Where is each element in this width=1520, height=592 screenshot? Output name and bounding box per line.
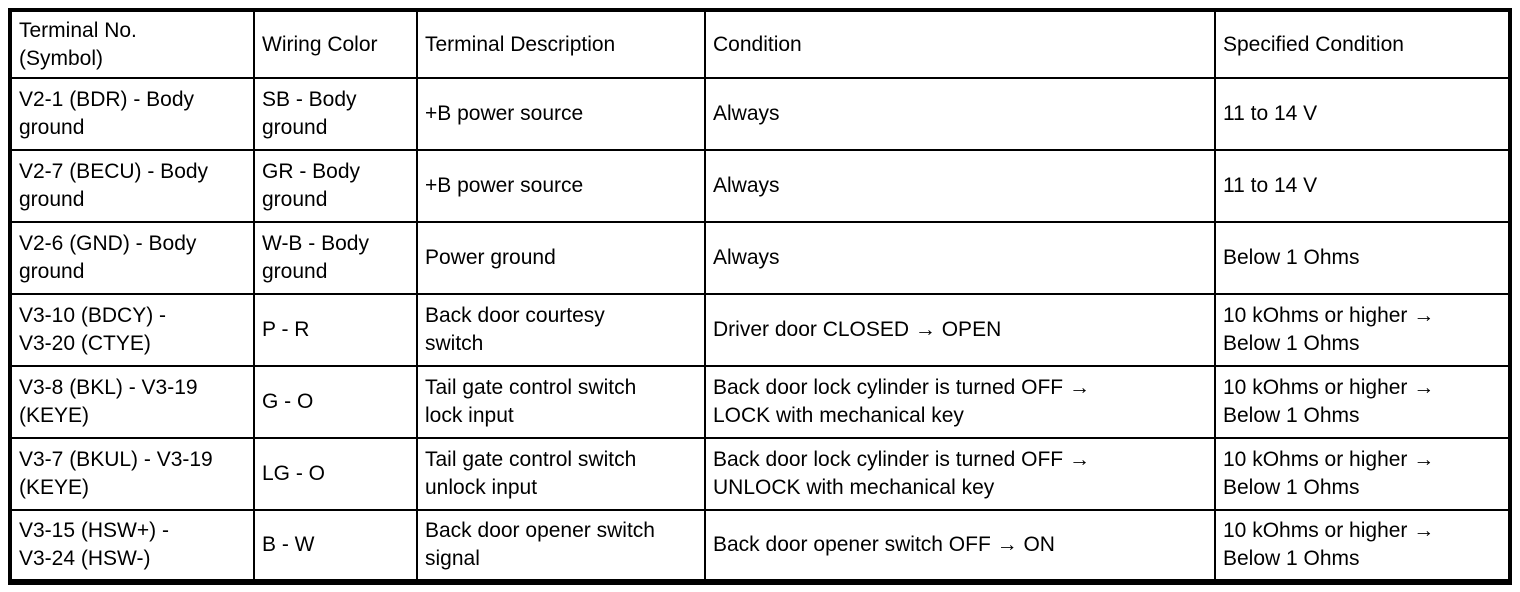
cell-specified-condition: Below 1 Ohms [1214, 221, 1511, 295]
cell-specified-condition: 10 kOhms or higher → Below 1 Ohms [1214, 365, 1511, 439]
terminal-spec-table: Terminal No. (Symbol) Wiring Color Termi… [8, 8, 1512, 585]
cell-terminal-description: Back door courtesy switch [416, 293, 706, 367]
column-header-condition: Condition [704, 9, 1216, 79]
table-row: V2-1 (BDR) - Body ground SB - Body groun… [9, 77, 1511, 151]
cell-wiring-color: W-B - Body ground [253, 221, 418, 295]
table-row: V3-10 (BDCY) - V3-20 (CTYE) P - R Back d… [9, 293, 1511, 367]
cell-wiring-color: B - W [253, 509, 418, 583]
cell-wiring-color: G - O [253, 365, 418, 439]
cell-terminal-description: Back door opener switch signal [416, 509, 706, 583]
table-row: V2-7 (BECU) - Body ground GR - Body grou… [9, 149, 1511, 223]
cell-specified-condition: 11 to 14 V [1214, 77, 1511, 151]
cell-terminal-description: Tail gate control switch unlock input [416, 437, 706, 511]
cell-terminal-no: V3-15 (HSW+) - V3-24 (HSW-) [9, 509, 255, 583]
cell-condition: Back door lock cylinder is turned OFF → … [704, 365, 1216, 439]
cell-specified-condition: 10 kOhms or higher → Below 1 Ohms [1214, 509, 1511, 583]
cell-terminal-no: V3-7 (BKUL) - V3-19 (KEYE) [9, 437, 255, 511]
cell-terminal-no: V2-1 (BDR) - Body ground [9, 77, 255, 151]
cell-condition: Back door lock cylinder is turned OFF → … [704, 437, 1216, 511]
cell-condition: Driver door CLOSED → OPEN [704, 293, 1216, 367]
cell-terminal-no: V2-7 (BECU) - Body ground [9, 149, 255, 223]
table-row: V3-8 (BKL) - V3-19 (KEYE) G - O Tail gat… [9, 365, 1511, 439]
cell-terminal-description: Tail gate control switch lock input [416, 365, 706, 439]
table-row: V3-7 (BKUL) - V3-19 (KEYE) LG - O Tail g… [9, 437, 1511, 511]
table-row: V3-15 (HSW+) - V3-24 (HSW-) B - W Back d… [9, 509, 1511, 583]
cell-condition: Always [704, 149, 1216, 223]
cell-specified-condition: 10 kOhms or higher → Below 1 Ohms [1214, 293, 1511, 367]
cell-condition: Always [704, 221, 1216, 295]
cell-terminal-description: Power ground [416, 221, 706, 295]
cell-terminal-no: V3-8 (BKL) - V3-19 (KEYE) [9, 365, 255, 439]
column-header-terminal-no: Terminal No. (Symbol) [9, 9, 255, 79]
cell-wiring-color: LG - O [253, 437, 418, 511]
cell-wiring-color: SB - Body ground [253, 77, 418, 151]
table-row: V2-6 (GND) - Body ground W-B - Body grou… [9, 221, 1511, 295]
cell-terminal-description: +B power source [416, 77, 706, 151]
cell-condition: Always [704, 77, 1216, 151]
header-row: Terminal No. (Symbol) Wiring Color Termi… [9, 9, 1511, 79]
cell-terminal-description: +B power source [416, 149, 706, 223]
cell-terminal-no: V3-10 (BDCY) - V3-20 (CTYE) [9, 293, 255, 367]
cell-wiring-color: GR - Body ground [253, 149, 418, 223]
cell-specified-condition: 10 kOhms or higher → Below 1 Ohms [1214, 437, 1511, 511]
column-header-wiring-color: Wiring Color [253, 9, 418, 79]
cell-wiring-color: P - R [253, 293, 418, 367]
column-header-terminal-description: Terminal Description [416, 9, 706, 79]
cell-specified-condition: 11 to 14 V [1214, 149, 1511, 223]
column-header-specified-condition: Specified Condition [1214, 9, 1511, 79]
cell-terminal-no: V2-6 (GND) - Body ground [9, 221, 255, 295]
cell-condition: Back door opener switch OFF → ON [704, 509, 1216, 583]
